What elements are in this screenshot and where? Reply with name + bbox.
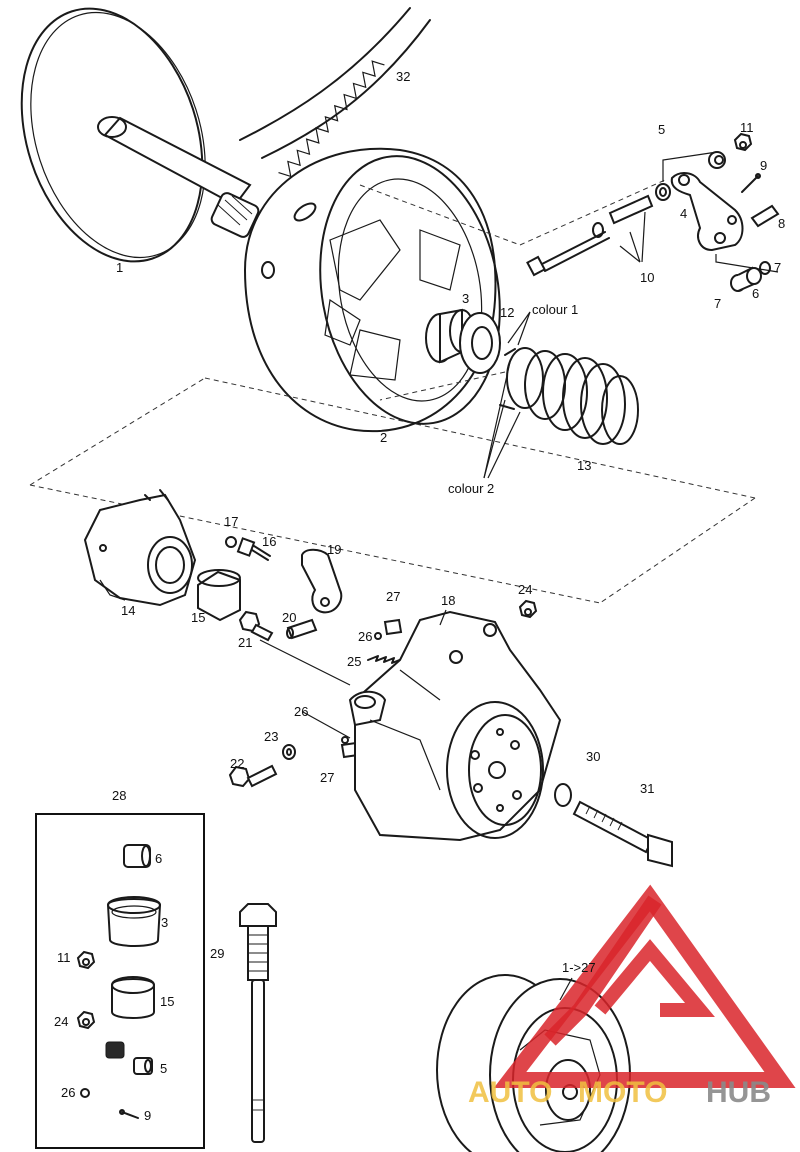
part-16-screw [236, 537, 271, 561]
assembled-drive-pulley [436, 974, 631, 1152]
part-11-nut [733, 132, 753, 152]
kit-label-3: 3 [161, 915, 168, 930]
part-19-cam-arm [301, 548, 343, 614]
callout-20: 20 [282, 610, 296, 625]
callout-27b: 27 [320, 770, 334, 785]
kit-label-26: 26 [61, 1085, 75, 1100]
callout-7b: 7 [714, 296, 721, 311]
dashed-guide-lines [29, 179, 756, 604]
watermark-brand-part1: AUTO [468, 1076, 552, 1109]
kit-part-15 [111, 976, 155, 1019]
kit-part-6 [123, 844, 151, 868]
part-30-washer [554, 783, 572, 807]
callout-19: 19 [327, 542, 341, 557]
part-17-washer [225, 536, 237, 548]
callout-8: 8 [778, 216, 785, 231]
part-29-long-bolt [239, 903, 277, 1143]
callout-5: 5 [658, 122, 665, 137]
callout-31: 31 [640, 781, 654, 796]
part-31-bolt [572, 800, 673, 868]
callout-11: 11 [740, 120, 754, 135]
callout-2: 2 [380, 430, 387, 445]
callout-32: 32 [396, 69, 410, 84]
watermark-logo: AUTO MOTO HUB [468, 884, 796, 1109]
kit-part-3 [106, 896, 162, 947]
kit-part-26 [80, 1088, 90, 1098]
kit-label-11: 11 [57, 950, 71, 965]
callout-17: 17 [224, 514, 238, 529]
part-8-pin [750, 204, 780, 228]
part-32-drive-belt [239, 7, 431, 178]
callout-27a: 27 [386, 589, 400, 604]
callout-assembly: 1->27 [562, 960, 596, 975]
kit-label-9: 9 [144, 1108, 151, 1123]
part-5-bushing [655, 151, 726, 201]
part-15-bushing [197, 569, 241, 622]
part-6-7-roller [730, 261, 771, 292]
part-25-spring [367, 655, 403, 664]
kit-label-5: 5 [160, 1061, 167, 1076]
part-21-screw [238, 610, 274, 642]
callout-28: 28 [112, 788, 126, 803]
part-12-seal [459, 312, 501, 374]
callout-21: 21 [238, 635, 252, 650]
kit-labels: 6 3 11 15 24 5 26 9 [54, 851, 174, 1123]
callout-18: 18 [441, 593, 455, 608]
callout-colour-2: colour 2 [448, 481, 494, 496]
callout-3: 3 [462, 291, 469, 306]
kit-label-6: 6 [155, 851, 162, 866]
part-22-bolt [228, 764, 278, 788]
part-23-washer [282, 744, 296, 760]
part-26-seal [341, 632, 382, 744]
part-18-hub [348, 610, 562, 842]
callout-15: 15 [191, 610, 205, 625]
callout-4: 4 [680, 206, 687, 221]
leader-lines-upper-right [619, 151, 779, 273]
part-10-bolt [526, 222, 610, 277]
callout-10: 10 [640, 270, 654, 285]
part-20-pin [286, 618, 318, 640]
leader-lines-middle [259, 609, 447, 739]
kit-part-24 [76, 1010, 96, 1030]
callout-26b: 26 [294, 704, 308, 719]
part-1-fixed-sheave [20, 7, 260, 263]
callout-29: 29 [210, 946, 224, 961]
watermark-brand-part3: HUB [706, 1076, 771, 1109]
callout-14: 14 [121, 603, 135, 618]
part-24-nut [518, 599, 538, 619]
part-9-cotter-pin [741, 173, 761, 193]
callout-6: 6 [752, 286, 759, 301]
kit-part-11 [76, 950, 96, 970]
part-2-movable-sheave [243, 147, 501, 433]
colour-leader-lines [483, 311, 531, 479]
callout-9: 9 [760, 158, 767, 173]
kit-part-5a [105, 1041, 125, 1059]
kit-part-5b [133, 1057, 153, 1075]
part-13-spring [499, 347, 639, 445]
callout-25: 25 [347, 654, 361, 669]
callout-26a: 26 [358, 629, 372, 644]
callout-16: 16 [262, 534, 276, 549]
callout-24: 24 [518, 582, 532, 597]
callout-13: 13 [577, 458, 591, 473]
callout-22: 22 [230, 756, 244, 771]
kit-label-15: 15 [160, 994, 174, 1009]
watermark-brand-part2: MOTO [578, 1076, 667, 1109]
part-4-arm [670, 172, 744, 252]
part-28-kit [35, 813, 205, 1149]
kit-label-24: 24 [54, 1014, 68, 1029]
callout-23: 23 [264, 729, 278, 744]
callout-12: 12 [500, 305, 514, 320]
part-14-spider [83, 489, 197, 607]
kit-part-9 [119, 1109, 139, 1119]
callout-colour-1: colour 1 [532, 302, 578, 317]
callouts: 1 2 3 4 5 6 7 7 8 9 10 11 12 13 14 15 16… [112, 69, 785, 975]
callout-30: 30 [586, 749, 600, 764]
callout-7a: 7 [774, 260, 781, 275]
callout-1: 1 [116, 260, 123, 275]
part-10-pin [608, 194, 654, 225]
